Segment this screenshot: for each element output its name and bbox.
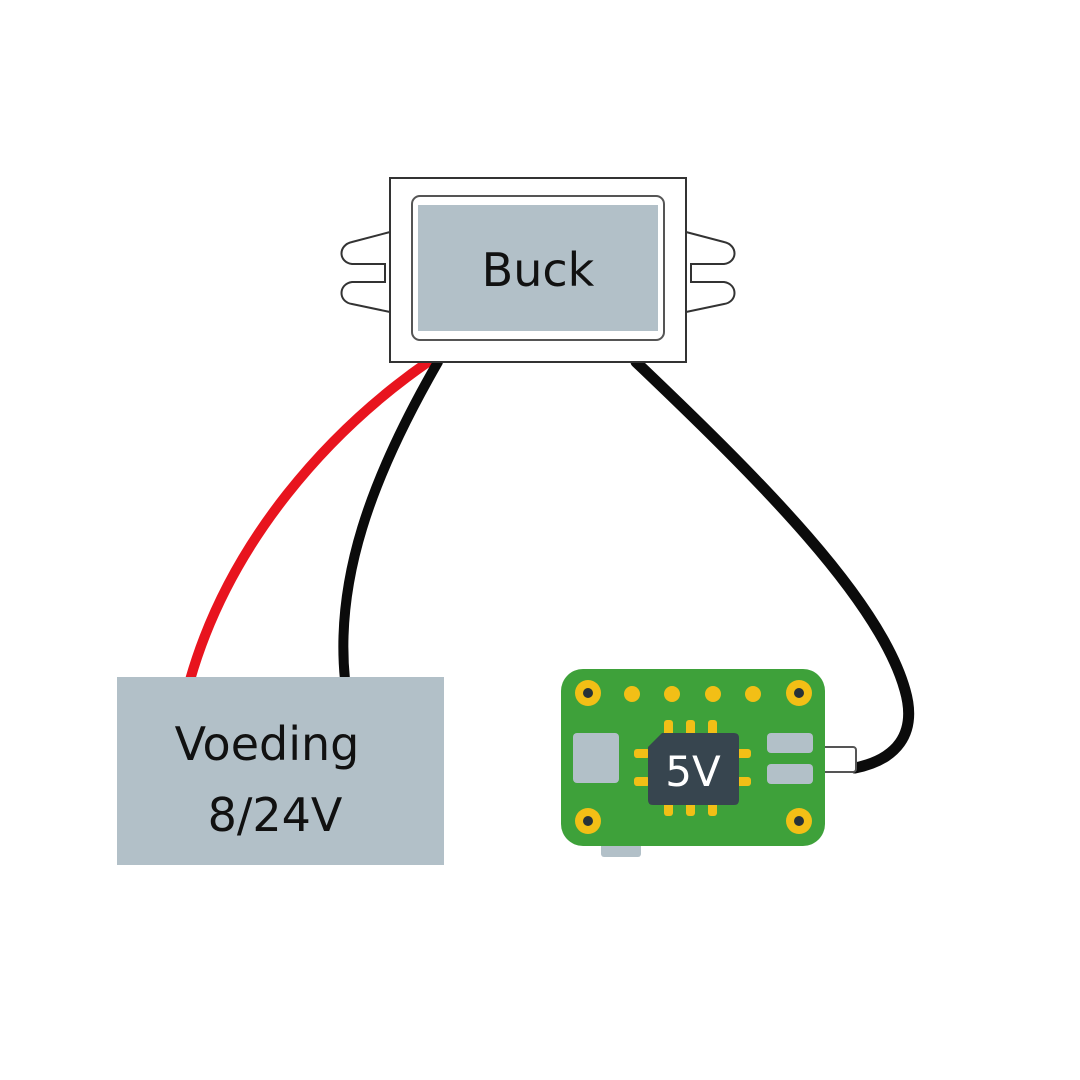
red-wire: [185, 357, 433, 685]
pcb-pad: [664, 686, 680, 702]
pcb-component-right-top: [767, 733, 813, 753]
power-supply-box: [117, 677, 444, 865]
power-supply-voltage: 8/24V: [208, 788, 343, 842]
pcb-pad: [745, 686, 761, 702]
mounting-hole: [786, 680, 812, 706]
chip: [648, 733, 739, 805]
pcb-component-left: [573, 733, 619, 783]
power-supply-name: Voeding: [175, 717, 360, 771]
chip-label: 5V: [665, 747, 721, 796]
black-wire-output: [630, 356, 915, 774]
mounting-tab-left: [340, 230, 391, 314]
mounting-hole: [786, 808, 812, 834]
mounting-tab-right: [685, 230, 736, 314]
pcb-pad: [624, 686, 640, 702]
mounting-hole: [575, 808, 601, 834]
power-supply: Voeding 8/24V: [117, 677, 444, 865]
pcb-pad: [705, 686, 721, 702]
pcb-side-connector: [821, 746, 857, 773]
pcb-component-right-bottom: [767, 764, 813, 784]
buck-panel: [418, 205, 658, 331]
buck-label: Buck: [482, 243, 595, 297]
mounting-hole: [575, 680, 601, 706]
buck-converter: Buck: [340, 177, 736, 363]
pcb-board: 5V: [561, 669, 857, 857]
black-wire-supply: [338, 357, 443, 685]
